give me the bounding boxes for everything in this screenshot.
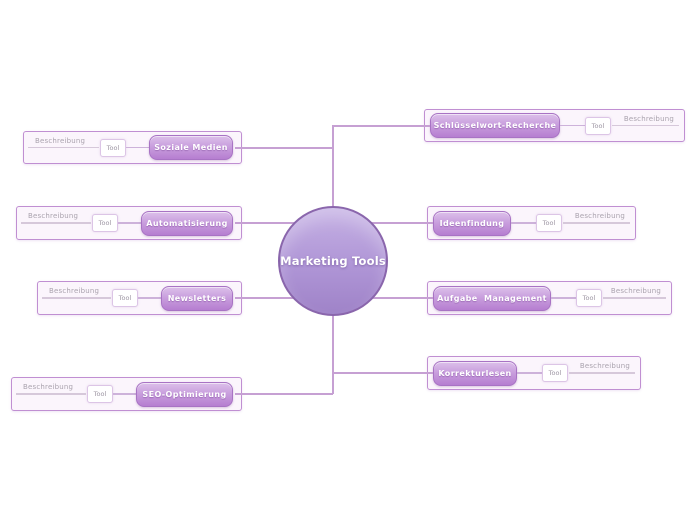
tool-node[interactable]: Tool [112,289,138,307]
branch-group-schluesselwort-recherche: Schlüsselwort-Recherche Tool Beschreibun… [424,109,685,142]
description-area: Beschreibung [15,378,87,410]
description-label[interactable]: Beschreibung [28,212,79,220]
description-line [612,124,679,126]
connector-ideenfindung [333,222,433,224]
tool-node[interactable]: Tool [87,385,113,403]
topic-aufgabe-management[interactable]: Aufgabe Management [433,285,551,311]
topic-automatisierung[interactable]: Automatisierung [141,210,233,236]
description-line [603,297,666,299]
description-line [563,222,630,224]
description-area: Beschreibung [20,207,92,239]
description-line [16,393,86,395]
tool-topic-connector [551,297,576,299]
description-label[interactable]: Beschreibung [610,287,661,295]
branch-group-automatisierung: Beschreibung Tool Automatisierung [16,206,242,240]
topic-schluesselwort-recherche[interactable]: Schlüsselwort-Recherche [430,113,560,138]
tool-node[interactable]: Tool [100,138,126,157]
tool-topic-connector [113,393,136,395]
description-area: Beschreibung [27,132,100,163]
branch-group-aufgabe-management: Aufgabe Management Tool Beschreibung [427,281,672,315]
description-label[interactable]: Beschreibung [623,115,674,123]
tool-node[interactable]: Tool [542,364,568,382]
branch-group-korrekturlesen: Korrekturlesen Tool Beschreibung [427,356,641,390]
connector-automatisierung [235,222,333,224]
tool-topic-connector [511,222,536,224]
tool-topic-connector [126,146,149,149]
topic-soziale-medien[interactable]: Soziale Medien [149,135,233,160]
topic-korrekturlesen[interactable]: Korrekturlesen [433,360,517,386]
description-area: Beschreibung [611,110,680,141]
description-area: Beschreibung [602,282,667,314]
connector-schluesselwort [333,125,430,127]
topic-seo-optimierung[interactable]: SEO-Optimierung [136,381,233,407]
description-label[interactable]: Beschreibung [35,137,86,145]
connector-seo-optimierung [235,393,333,395]
tool-node[interactable]: Tool [576,289,602,307]
tool-node[interactable]: Tool [92,214,118,232]
connector-top-vertical [332,125,334,262]
tool-topic-connector [138,297,161,299]
tool-topic-connector [118,222,141,224]
branch-group-newsletters: Beschreibung Tool Newsletters [37,281,242,315]
connector-aufgabe-management [333,297,433,299]
branch-group-soziale-medien: Beschreibung Tool Soziale Medien [23,131,242,164]
connector-newsletters [235,297,333,299]
description-area: Beschreibung [562,207,631,239]
connector-soziale-medien [235,147,333,149]
description-label[interactable]: Beschreibung [49,287,100,295]
topic-newsletters[interactable]: Newsletters [161,285,233,311]
tool-topic-connector [517,372,542,374]
description-line [28,146,99,148]
description-line [21,222,91,224]
description-area: Beschreibung [568,357,636,389]
branch-group-ideenfindung: Ideenfindung Tool Beschreibung [427,206,636,240]
connector-bottom-vertical [332,261,334,394]
connector-korrekturlesen [333,372,433,374]
description-line [42,297,111,299]
description-label[interactable]: Beschreibung [574,212,625,220]
tool-node[interactable]: Tool [585,116,611,135]
tool-node[interactable]: Tool [536,214,562,232]
description-line [569,372,635,374]
topic-ideenfindung[interactable]: Ideenfindung [433,210,511,236]
tool-topic-connector [560,124,585,127]
branch-group-seo-optimierung: Beschreibung Tool SEO-Optimierung [11,377,242,411]
description-area: Beschreibung [41,282,112,314]
description-label[interactable]: Beschreibung [23,383,74,391]
description-label[interactable]: Beschreibung [579,362,630,370]
central-topic[interactable]: Marketing Tools [278,206,388,316]
